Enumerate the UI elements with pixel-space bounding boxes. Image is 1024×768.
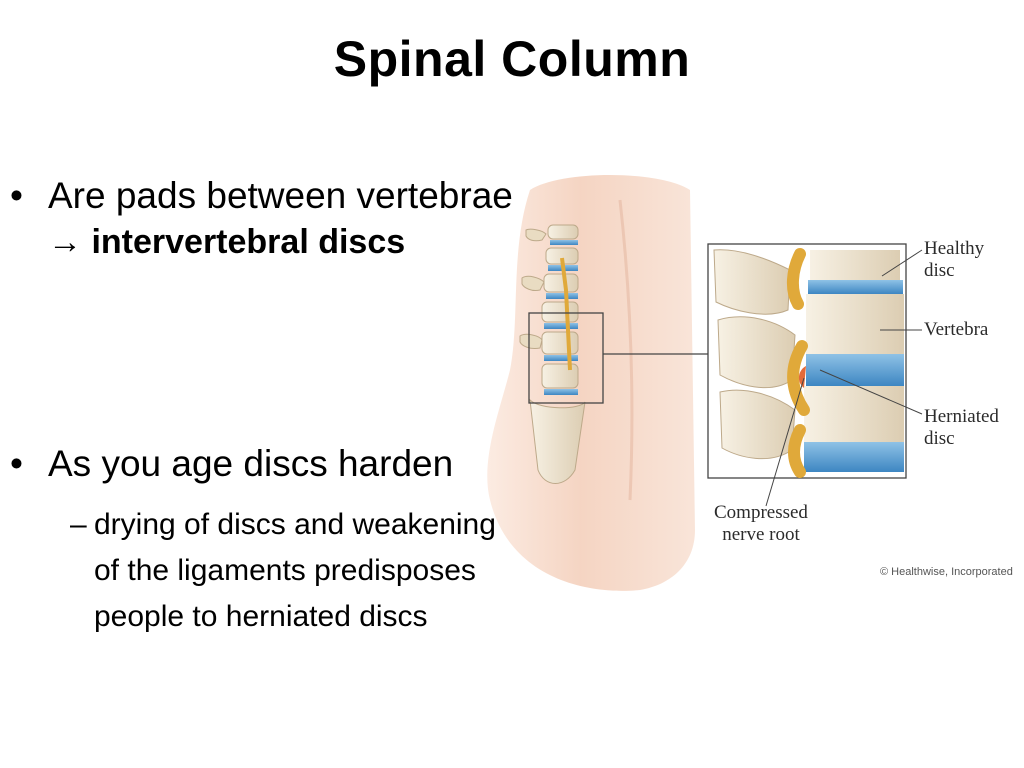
bullet-marker: • — [10, 443, 23, 484]
compressed-nerve-root-label: Compressed nerve root — [714, 502, 808, 545]
zoom-region-box — [528, 312, 604, 404]
image-credit: © Healthwise, Incorporated — [880, 566, 1013, 578]
bullet-aging: • As you age discs harden – drying of di… — [10, 440, 496, 640]
bullet-discs-definition: • Are pads between vertebrae → intervert… — [10, 172, 513, 264]
healthy-disc-label: Healthy disc — [924, 238, 985, 281]
lumbar-spine-small — [519, 224, 586, 484]
bullet-item: • As you age discs harden — [10, 440, 496, 488]
bullet-continuation: → intervertebral discs — [10, 220, 513, 264]
spine-illustration: Healthy disc Vertebra Herniated disc Com… — [470, 170, 1024, 600]
bold-term: intervertebral discs — [91, 223, 406, 261]
sub-bullet-line: people to herniated discs — [94, 600, 428, 633]
torso-contour — [618, 199, 634, 501]
vertebra-label: Vertebra — [924, 319, 989, 340]
bullet-text: As you age discs harden — [48, 443, 454, 484]
sub-bullet-item: – drying of discs and weakening of the l… — [10, 502, 496, 640]
bullet-item: • Are pads between vertebrae — [10, 172, 513, 220]
slide-title: Spinal Column — [333, 31, 691, 87]
bullet-text: Are pads between vertebrae — [48, 175, 513, 216]
sub-bullet-line: drying of discs and weakening — [94, 508, 496, 541]
spine-diagram — [487, 175, 923, 591]
sub-bullet-line: of the ligaments predisposes — [94, 554, 476, 587]
herniated-disc-label: Herniated disc — [924, 406, 999, 449]
zoom-inset — [707, 243, 923, 507]
bullet-marker: • — [10, 175, 23, 216]
torso-silhouette — [487, 175, 695, 591]
arrow-icon: → — [48, 223, 82, 261]
sub-bullet-marker: – — [70, 508, 87, 541]
